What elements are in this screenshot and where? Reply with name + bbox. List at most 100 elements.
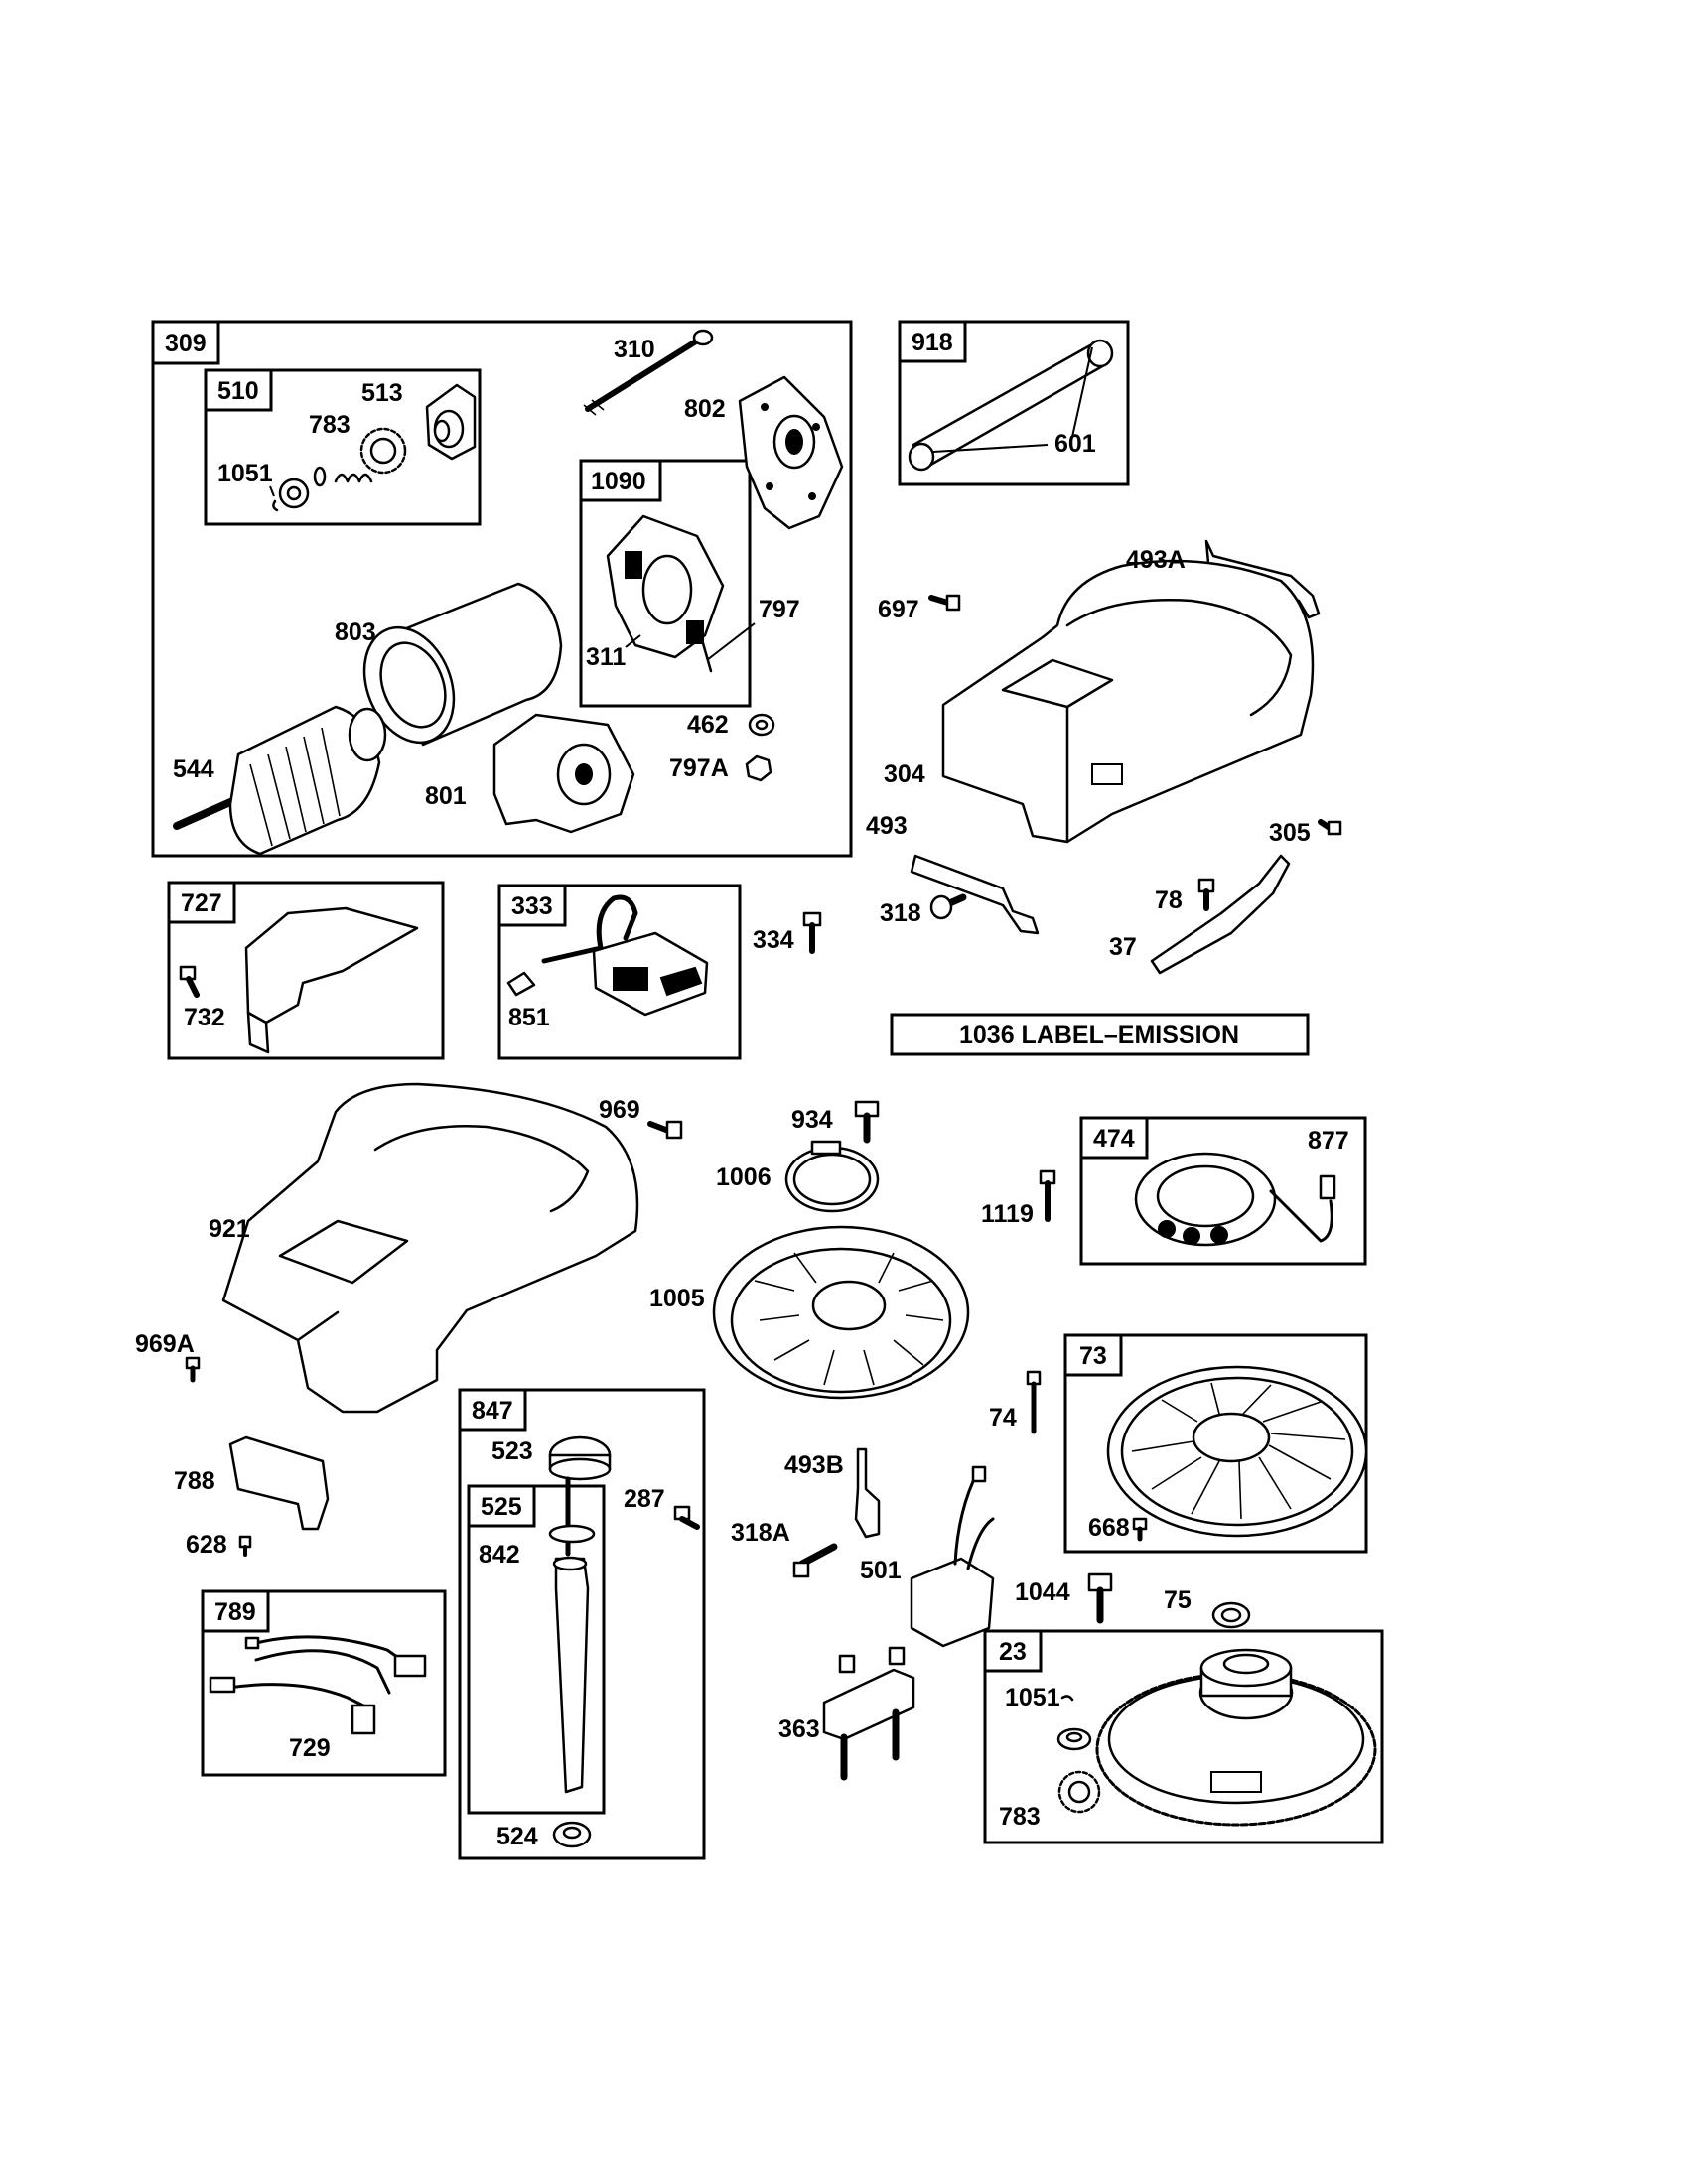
bracket-363 xyxy=(822,1646,915,1781)
part-label-493: 493 xyxy=(866,812,908,840)
part-label-628: 628 xyxy=(186,1531,227,1559)
part-label-1044: 1044 xyxy=(1015,1578,1070,1606)
seal-524 xyxy=(552,1821,592,1848)
bolt-310 xyxy=(583,329,714,416)
gear-783b xyxy=(1057,1770,1101,1814)
part-label-788: 788 xyxy=(174,1467,215,1495)
part-label-851: 851 xyxy=(508,1004,550,1031)
part-label-842: 842 xyxy=(479,1541,520,1569)
group-tag-525: 525 xyxy=(481,1493,522,1521)
part-label-304: 304 xyxy=(884,760,925,788)
blower-housing-304 xyxy=(941,559,1315,844)
tube-918 xyxy=(908,339,1114,472)
part-label-1006: 1006 xyxy=(716,1163,772,1191)
group-tag-474: 474 xyxy=(1093,1125,1135,1153)
part-label-74: 74 xyxy=(989,1404,1017,1432)
group-23-flywheel: 23 xyxy=(983,1629,1384,1844)
group-tag-510: 510 xyxy=(217,377,259,405)
leader-lines xyxy=(269,485,756,661)
part-label-969: 969 xyxy=(599,1096,640,1124)
part-label-318A: 318A xyxy=(731,1519,790,1547)
part-label-732: 732 xyxy=(184,1004,225,1031)
part-label-311: 311 xyxy=(586,643,626,671)
part-label-783: 783 xyxy=(309,411,351,439)
part-label-523: 523 xyxy=(491,1437,533,1465)
part-label-544: 544 xyxy=(173,755,214,783)
bracket-493 xyxy=(910,854,1040,935)
part-label-310: 310 xyxy=(614,336,655,363)
nut-23 xyxy=(1056,1727,1092,1751)
fan-1005 xyxy=(712,1225,970,1400)
group-525-dipstick: 525 xyxy=(467,1484,606,1815)
part-labels: 310 513 783 1051 802 803 311 797 544 462… xyxy=(135,336,1349,1850)
group-tag-73: 73 xyxy=(1079,1342,1107,1370)
part-label-877: 877 xyxy=(1308,1127,1349,1155)
group-tag-333: 333 xyxy=(511,892,553,920)
group-tag-1090: 1090 xyxy=(591,468,646,495)
guard-37 xyxy=(1150,854,1291,975)
part-label-318: 318 xyxy=(880,899,921,927)
air-guide-727 xyxy=(244,906,419,1054)
ignition-armature-333 xyxy=(541,894,709,1017)
pin-1051b xyxy=(1060,1695,1074,1702)
part-label-501: 501 xyxy=(860,1557,902,1584)
screw-969 xyxy=(647,1120,683,1140)
washer-462 xyxy=(748,713,775,737)
screw-78 xyxy=(1197,878,1215,911)
module-501 xyxy=(910,1465,995,1648)
group-1090-brush-kit: 1090 xyxy=(579,459,752,708)
screw-668 xyxy=(1132,1517,1148,1542)
bracket-788 xyxy=(228,1435,330,1531)
part-label-802: 802 xyxy=(684,395,726,423)
screw-74 xyxy=(1026,1370,1042,1434)
emission-label-text: 1036 LABEL–EMISSION xyxy=(959,1022,1239,1049)
group-tag-727: 727 xyxy=(181,889,222,917)
group-727-air-guide: 727 xyxy=(167,881,445,1060)
drive-spring xyxy=(272,466,373,512)
part-label-493A: 493A xyxy=(1126,546,1186,574)
part-label-305: 305 xyxy=(1269,819,1311,847)
part-label-729: 729 xyxy=(289,1734,331,1762)
end-plate-802 xyxy=(738,375,844,530)
screw-318A xyxy=(792,1543,838,1578)
part-label-969A: 969A xyxy=(135,1330,195,1358)
part-label-697: 697 xyxy=(878,596,919,623)
screw-732 xyxy=(179,965,200,998)
brush-holder-1090 xyxy=(606,514,725,673)
nut-797A xyxy=(745,754,772,782)
part-label-934: 934 xyxy=(791,1106,833,1134)
part-label-37: 37 xyxy=(1109,933,1137,961)
group-tag-309: 309 xyxy=(165,330,207,357)
bolt-1044 xyxy=(1087,1572,1113,1624)
bolt-318 xyxy=(929,893,967,920)
clip-851 xyxy=(506,971,536,997)
part-label-513: 513 xyxy=(361,379,403,407)
part-label-921: 921 xyxy=(209,1215,250,1243)
group-789-harness: 789 xyxy=(201,1589,447,1777)
bolt-697 xyxy=(928,594,961,612)
part-label-75: 75 xyxy=(1164,1586,1192,1614)
armature-544 xyxy=(173,705,387,856)
group-tag-918: 918 xyxy=(912,329,953,356)
screw-287 xyxy=(673,1505,700,1530)
part-label-1005: 1005 xyxy=(649,1285,705,1312)
screw-969A xyxy=(185,1356,201,1383)
part-label-668: 668 xyxy=(1088,1514,1130,1542)
part-label-462: 462 xyxy=(687,711,729,739)
ring-1006 xyxy=(784,1140,880,1213)
alternator-474 xyxy=(1134,1152,1336,1247)
group-333-armature: 333 xyxy=(497,884,742,1060)
pinion-gear-783 xyxy=(359,427,407,475)
part-label-363: 363 xyxy=(778,1715,820,1743)
bracket-493B xyxy=(854,1447,881,1539)
part-label-1051b: 1051 xyxy=(1005,1684,1060,1711)
part-label-797A: 797A xyxy=(669,754,729,782)
part-label-287: 287 xyxy=(624,1485,665,1513)
dipstick-cap-523 xyxy=(548,1435,612,1481)
bracket-801 xyxy=(492,713,635,834)
screw-305 xyxy=(1318,819,1342,836)
part-label-1051: 1051 xyxy=(217,460,273,487)
harness-789 xyxy=(209,1635,427,1735)
emission-label: 1036 LABEL–EMISSION xyxy=(890,1013,1310,1056)
flywheel-23 xyxy=(1095,1648,1377,1827)
